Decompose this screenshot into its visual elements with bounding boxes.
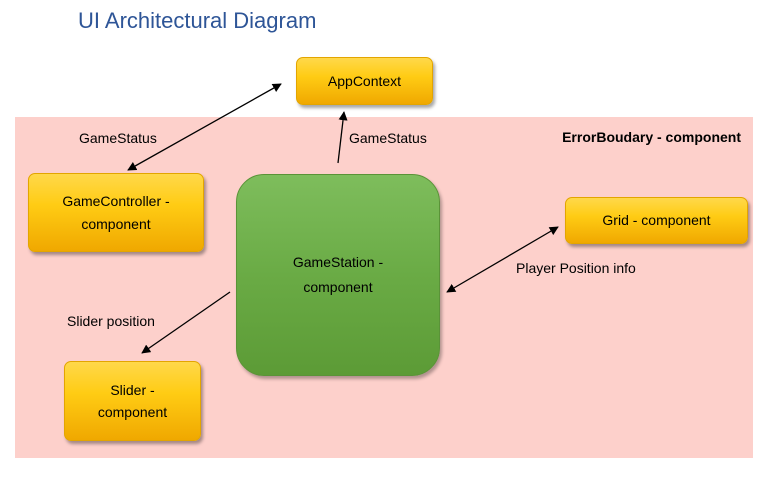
game-controller-label-line2: component — [81, 215, 151, 232]
game-station-node: GameStation - component — [236, 174, 440, 376]
slider-label-line1: Slider - — [110, 381, 155, 398]
edge-label-station-grid: Player Position info — [516, 260, 636, 276]
edge-label-station-slider: Slider position — [67, 313, 155, 329]
edge-label-station-context: GameStatus — [349, 130, 427, 146]
app-context-node: AppContext — [296, 57, 433, 105]
game-controller-node: GameController - component — [28, 173, 204, 252]
game-controller-label-line1: GameController - — [62, 193, 170, 210]
app-context-label: AppContext — [327, 72, 402, 89]
game-station-label-line1: GameStation - — [292, 253, 384, 270]
arrow-controller-context — [127, 83, 282, 171]
arrow-station-slider — [141, 291, 231, 354]
slider-label-line2: component — [97, 404, 168, 420]
slider-node: Slider - component — [64, 361, 201, 441]
grid-node: Grid - component — [565, 197, 748, 244]
arrow-station-context — [337, 111, 348, 164]
error-boundary-label: ErrorBoudary - component — [562, 129, 741, 145]
arrow-station-grid — [446, 226, 559, 293]
diagram-title: UI Architectural Diagram — [78, 8, 317, 33]
game-station-label-line2: component — [303, 279, 373, 295]
edge-label-controller-context: GameStatus — [79, 130, 157, 146]
grid-label: Grid - component — [602, 212, 711, 229]
